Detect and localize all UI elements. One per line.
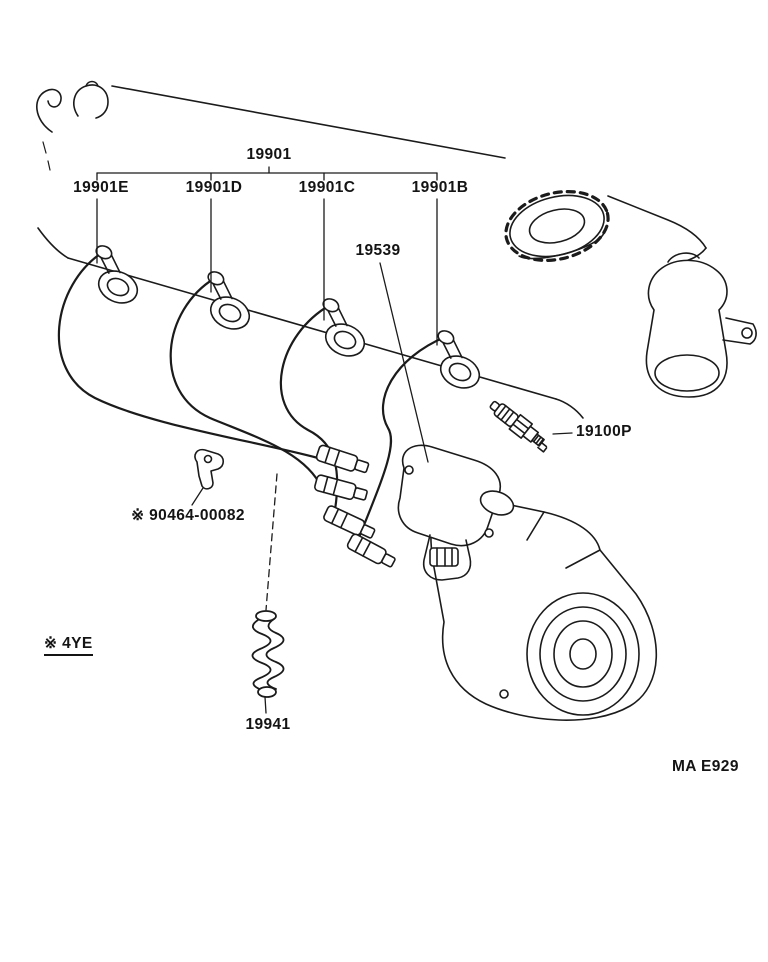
hanger-hook-drawing — [36, 88, 62, 171]
part-label-19901: 19901 — [246, 146, 292, 163]
part-label-19100p: 19100P — [576, 423, 632, 440]
engine-code-label: ※ 4YE — [44, 636, 93, 656]
wire-clamp-drawing — [194, 448, 225, 490]
callout-lines — [96, 166, 573, 714]
water-outlet-drawing — [645, 252, 757, 398]
part-label-19901b: 19901B — [411, 179, 469, 196]
spark-plug-wires-drawing — [57, 250, 447, 542]
lifting-bracket-drawing — [73, 80, 109, 119]
figure-code-label: MA E929 — [672, 758, 739, 775]
part-label-19901d: 19901D — [185, 179, 243, 196]
plug-boots-drawing — [95, 245, 481, 389]
part-label-19901c: 19901C — [298, 179, 356, 196]
wire-terminals-drawing — [314, 444, 396, 568]
distributor-drawing — [397, 444, 515, 581]
engine-block-drawing — [430, 489, 658, 721]
part-label-19901e: 19901E — [73, 179, 129, 196]
resistor-drawing — [251, 610, 285, 698]
part-label-90464-00082: ※ 90464-00082 — [131, 507, 245, 524]
part-label-19941: 19941 — [245, 716, 291, 733]
oil-filler-cap-drawing — [504, 189, 610, 263]
part-label-19539: 19539 — [355, 242, 401, 259]
spark-plug-drawing — [489, 400, 548, 453]
